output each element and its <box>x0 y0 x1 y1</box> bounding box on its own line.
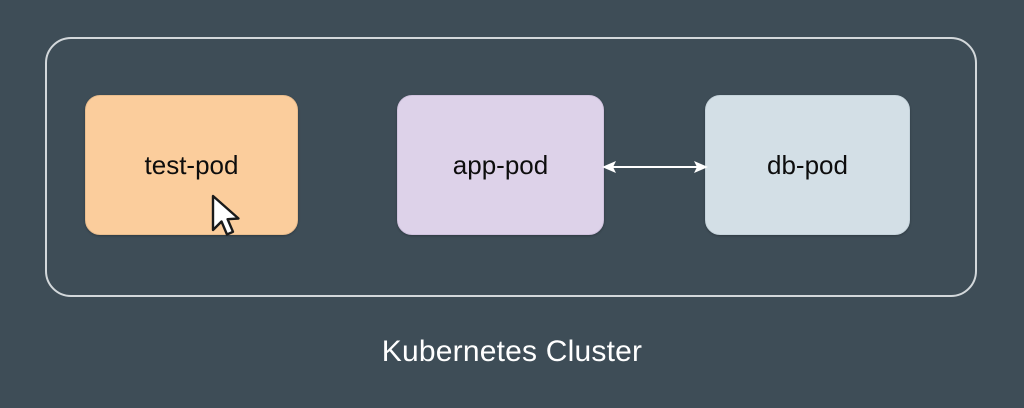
node-test-pod[interactable]: test-pod <box>85 95 298 235</box>
node-app-pod[interactable]: app-pod <box>397 95 604 235</box>
node-db-pod-label: db-pod <box>767 149 848 180</box>
cluster-caption: Kubernetes Cluster <box>381 335 643 368</box>
kubernetes-cluster-boundary <box>45 37 977 297</box>
node-test-pod-label: test-pod <box>144 149 239 180</box>
node-db-pod[interactable]: db-pod <box>705 95 910 235</box>
edge-app-pod-to-db-pod <box>602 161 708 173</box>
node-app-pod-label: app-pod <box>452 149 549 180</box>
